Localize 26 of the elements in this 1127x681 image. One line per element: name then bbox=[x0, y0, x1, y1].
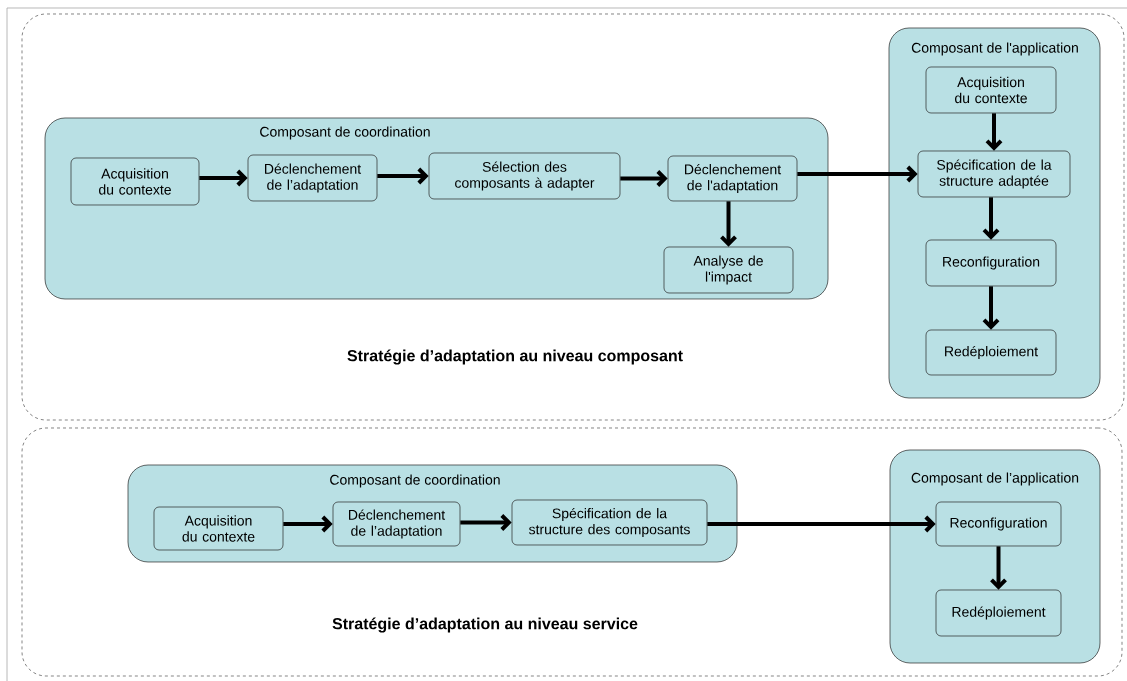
process-box: Spécification de la structure des composants bbox=[511, 499, 708, 546]
process-box: Reconfiguration bbox=[925, 239, 1057, 287]
arrow bbox=[720, 201, 737, 247]
arrow bbox=[990, 546, 1007, 590]
process-box: Déclenchement de l’adaptation bbox=[247, 154, 378, 202]
process-box: Analyse de l'impact bbox=[663, 246, 794, 294]
arrow bbox=[460, 514, 512, 531]
arrow bbox=[982, 197, 1000, 240]
process-box: Déclenchement de l’adaptation bbox=[332, 501, 461, 547]
process-box: Acquisition du contexte bbox=[70, 157, 200, 206]
process-box: Acquisition du contexte bbox=[153, 506, 284, 551]
arrow bbox=[797, 165, 918, 183]
process-box: Acquisition du contexte bbox=[925, 66, 1057, 114]
arrow bbox=[707, 515, 936, 533]
arrow bbox=[982, 286, 1000, 330]
process-box: Redéploiement bbox=[935, 589, 1062, 637]
arrow bbox=[985, 113, 1003, 151]
process-box: Spécification de la structure adaptée bbox=[917, 150, 1071, 198]
arrow bbox=[283, 515, 333, 533]
process-box: Déclenchement de l'adaptation bbox=[667, 155, 798, 202]
process-box: Redéploiement bbox=[925, 329, 1057, 376]
process-box: Reconfiguration bbox=[935, 501, 1062, 547]
arrow bbox=[199, 169, 248, 187]
arrow bbox=[377, 167, 429, 185]
process-box: Sélection des composants à adapter bbox=[428, 152, 621, 200]
arrow bbox=[620, 170, 668, 187]
